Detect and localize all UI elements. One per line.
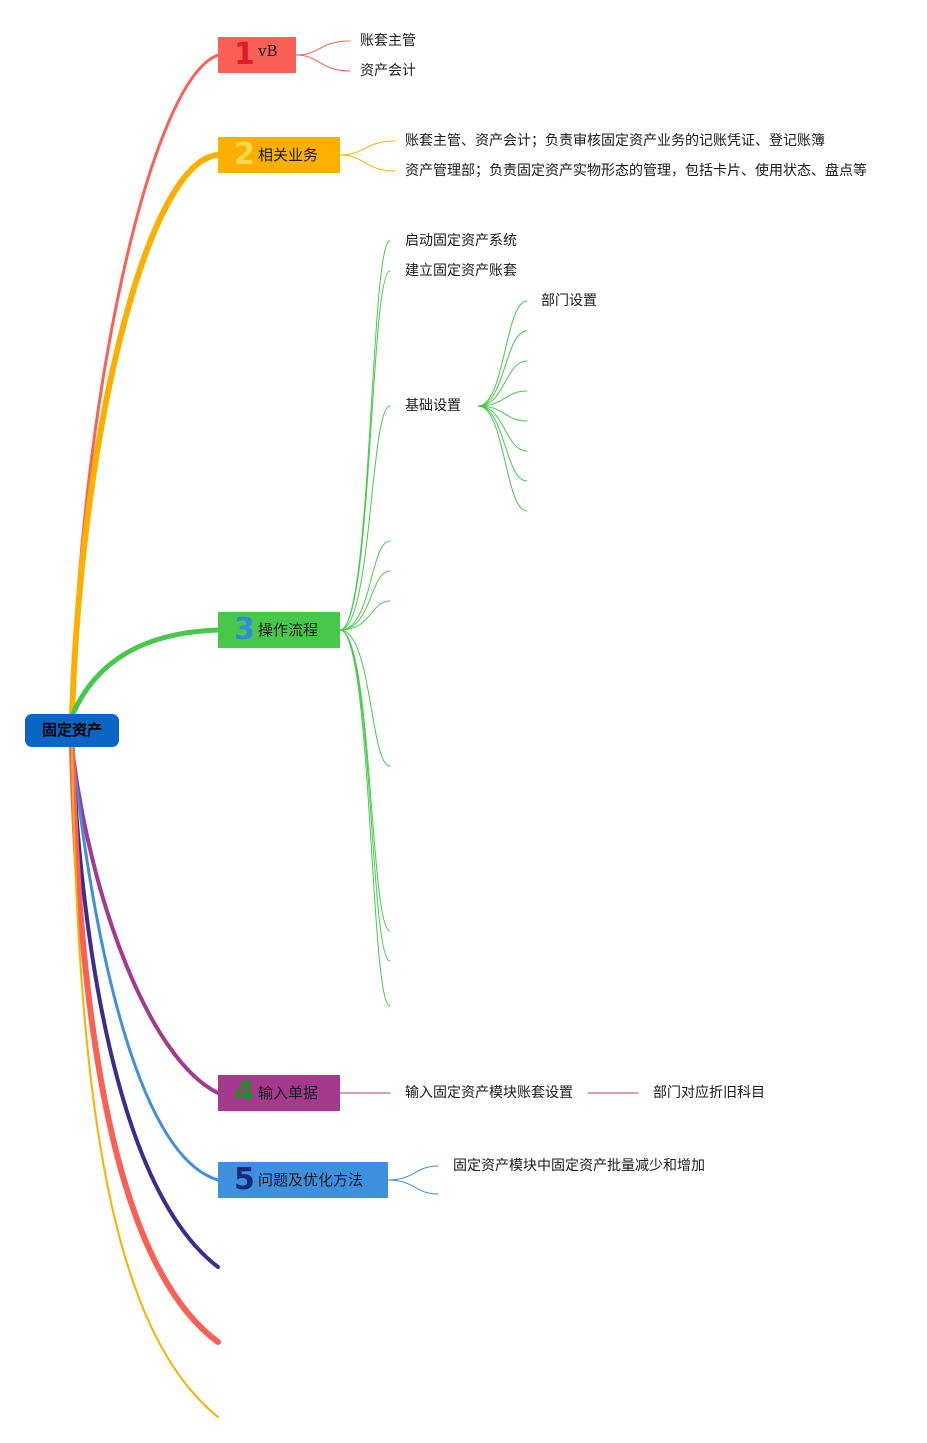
link-b5-leaf-1 <box>387 1165 439 1181</box>
link-b1-leaf-2 <box>295 54 351 72</box>
branch-5-node[interactable]: 5 问题及优化方法 <box>218 1162 388 1198</box>
branch-3-node[interactable]: 3 操作流程 <box>218 612 340 648</box>
branch-3-label: 操作流程 <box>258 621 319 639</box>
leaf-input-module-settings[interactable]: 输入固定资产模块账套设置 <box>405 1085 573 1101</box>
branch-2-label: 相关业务 <box>258 146 319 164</box>
branch-3-number: 3 <box>234 612 255 647</box>
link-b3-sub-2 <box>477 330 528 407</box>
branch-5-number: 5 <box>234 1162 255 1197</box>
link-b5-leaf-2 <box>387 1179 439 1195</box>
leaf-start-system[interactable]: 启动固定资产系统 <box>405 233 517 249</box>
branch-4-number: 4 <box>234 1075 255 1110</box>
link-root-branch-6 <box>70 745 220 1269</box>
leaf-batch-increase-decrease[interactable]: 固定资产模块中固定资产批量减少和增加 <box>453 1158 705 1174</box>
leaf-account-supervisor[interactable]: 账套主管 <box>360 33 416 49</box>
link-b3-leaf-5 <box>339 570 391 631</box>
leaf-business-review[interactable]: 账套主管、资产会计；负责审核固定资产业务的记账凭证、登记账簿 <box>405 133 825 149</box>
link-root-branch-7 <box>69 744 221 1345</box>
branch-5-label: 问题及优化方法 <box>258 1171 364 1189</box>
link-b3-sub-1 <box>477 300 528 407</box>
link-b3-leaf-1 <box>339 240 391 631</box>
link-b1-leaf-1 <box>295 40 351 56</box>
branch-4-node[interactable]: 4 输入单据 <box>218 1075 340 1111</box>
link-root-branch-8 <box>71 746 219 1418</box>
link-b3-leaf-7 <box>339 629 391 767</box>
link-b3-leaf-6 <box>339 600 391 631</box>
leaf-create-account-set[interactable]: 建立固定资产账套 <box>405 263 517 279</box>
link-b2-leaf-2 <box>339 154 396 172</box>
link-b3-leaf-10 <box>339 629 391 1007</box>
link-b3-sub-6 <box>477 405 528 452</box>
link-root-branch-3 <box>69 627 221 719</box>
leaf-department-settings[interactable]: 部门设置 <box>541 293 597 309</box>
link-b3-leaf-3 <box>339 405 391 631</box>
link-b3-leaf-2 <box>339 270 391 631</box>
leaf-basic-settings[interactable]: 基础设置 <box>405 398 461 414</box>
link-root-branch-4 <box>70 745 220 1095</box>
root-label: 固定资产 <box>41 721 102 739</box>
branch-2-node[interactable]: 2 相关业务 <box>218 137 340 173</box>
branch-1-node[interactable]: 1 vB <box>218 37 296 73</box>
link-root-branch-1 <box>70 53 220 716</box>
leaf-asset-management-dept[interactable]: 资产管理部；负责固定资产实物形态的管理，包括卡片、使用状态、盘点等 <box>405 163 867 179</box>
link-b3-sub-3 <box>477 360 528 407</box>
link-b3-leaf-9 <box>339 629 391 962</box>
leaf-dept-depreciation-account[interactable]: 部门对应折旧科目 <box>653 1085 765 1101</box>
branch-4-label: 输入单据 <box>258 1084 319 1102</box>
leaf-asset-accountant[interactable]: 资产会计 <box>360 63 416 79</box>
link-b3-sub-7 <box>477 405 528 482</box>
link-b3-sub-8 <box>477 405 528 512</box>
link-root-branch-2 <box>69 152 221 717</box>
link-b3-leaf-4 <box>339 540 391 631</box>
branch-1-label: vB <box>258 42 278 60</box>
link-b3-sub-4 <box>477 390 528 407</box>
link-root-branch-5 <box>70 745 220 1182</box>
root-node[interactable]: 固定资产 <box>25 714 119 747</box>
branch-1-number: 1 <box>234 37 255 72</box>
link-b2-leaf-1 <box>339 140 396 156</box>
branch-2-number: 2 <box>234 137 255 172</box>
